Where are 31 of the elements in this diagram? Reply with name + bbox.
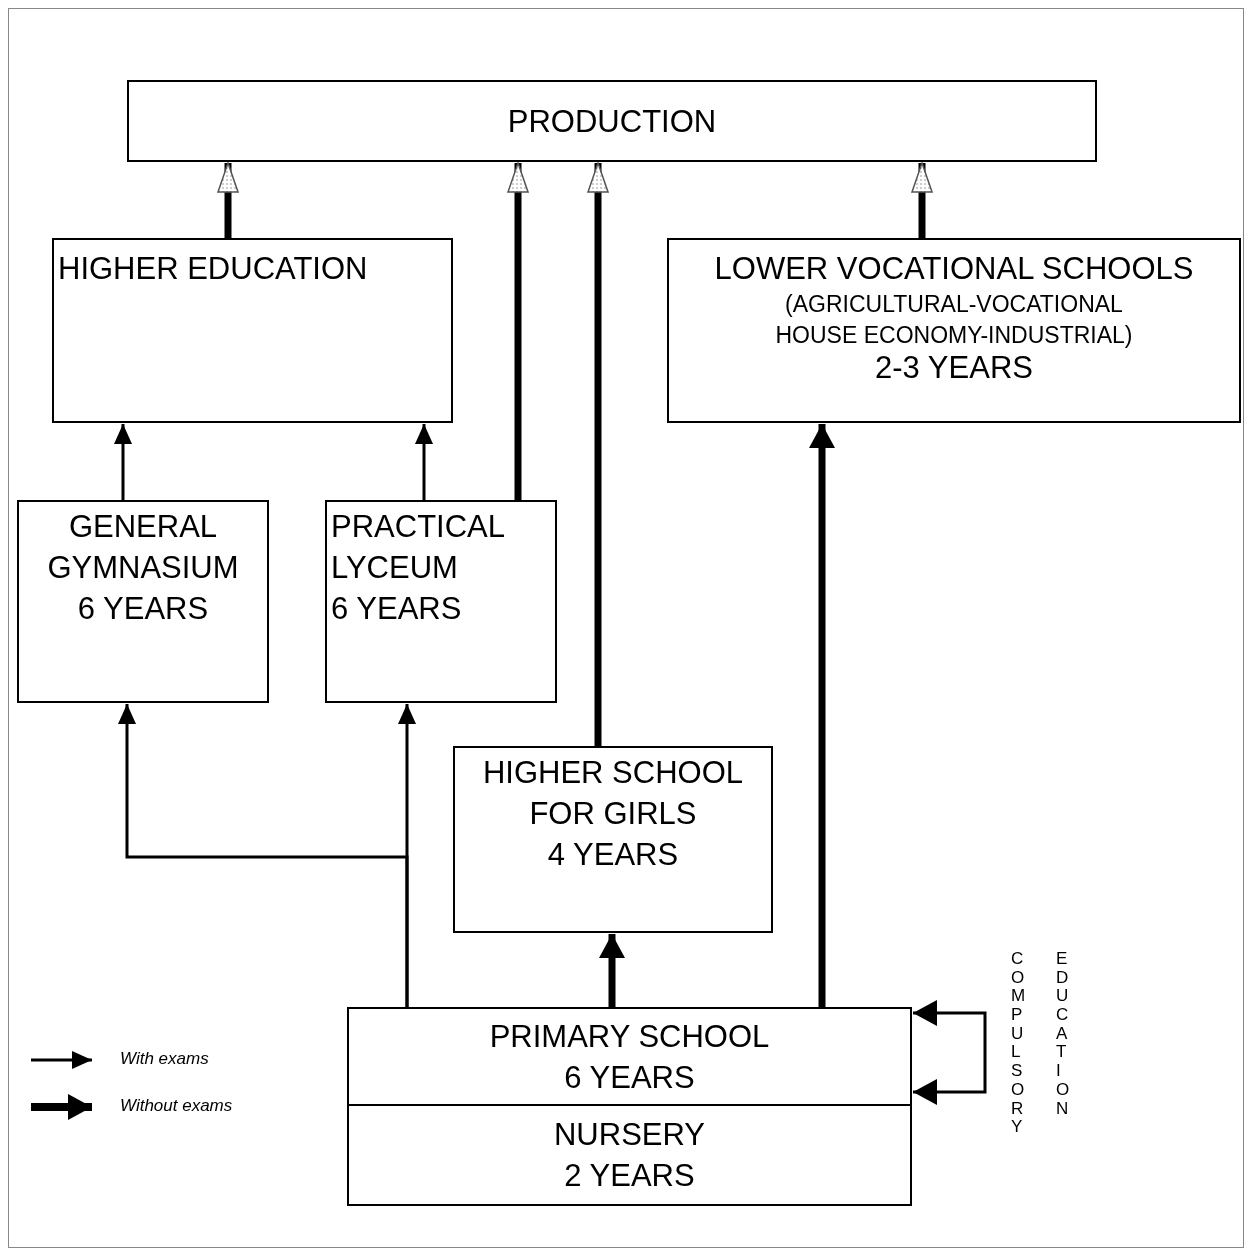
- arrow: [913, 1000, 987, 1052]
- school-name: PRACTICAL LYCEUM 6 YEARS: [331, 508, 505, 628]
- school-box: [347, 1007, 912, 1106]
- school-name: PRODUCTION: [507, 102, 717, 141]
- school-name: GENERAL GYMNASIUM 6 YEARS: [47, 508, 239, 628]
- arrow: [398, 704, 416, 1007]
- school-types: (AGRICULTURAL-VOCATIONAL HOUSE ECONOMY-INDUSTRIAL): [774, 290, 1134, 350]
- school-box: [325, 500, 557, 703]
- school-box: [127, 80, 1097, 162]
- school-name: LOWER VOCATIONAL SCHOOLS: [714, 250, 1194, 288]
- school-box: [667, 238, 1241, 423]
- vertical-label: COMPULSORY: [1011, 950, 1028, 1137]
- school-box: [17, 500, 269, 703]
- school-name: HIGHER EDUCATION: [58, 250, 368, 288]
- legend-label: Without exams: [120, 1096, 233, 1116]
- school-box: [453, 746, 773, 933]
- arrow: [911, 162, 933, 238]
- arrow: [114, 424, 132, 500]
- legend-label: With exams: [120, 1049, 209, 1069]
- school-name: NURSERY 2 YEARS: [554, 1115, 705, 1195]
- duration-text: 2-3 YEARS: [875, 351, 1033, 385]
- vertical-label: EDUCATION: [1056, 950, 1073, 1119]
- arrow: [415, 424, 433, 500]
- arrow: [913, 1052, 987, 1105]
- school-name: PRIMARY SCHOOL 6 YEARS: [489, 1018, 770, 1097]
- arrow: [587, 162, 609, 746]
- school-name: HIGHER SCHOOL FOR GIRLS 4 YEARS: [482, 754, 744, 874]
- arrow: [217, 162, 239, 238]
- school-box: [52, 238, 453, 423]
- school-box: [347, 1104, 912, 1206]
- arrow: [507, 162, 529, 500]
